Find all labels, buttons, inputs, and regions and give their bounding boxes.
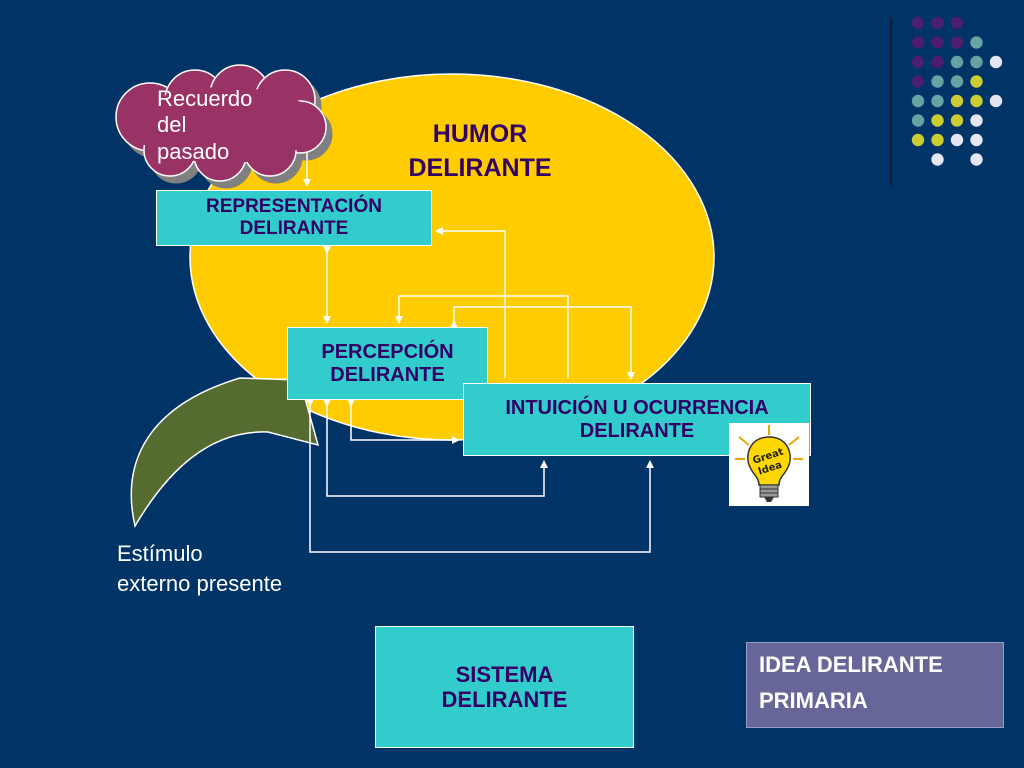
humor-line-1: HUMOR	[432, 120, 528, 148]
stimulus-label: Estímulo externo presente	[117, 539, 282, 598]
cloud-line-2: del	[157, 112, 187, 138]
decorative-dot	[931, 114, 944, 127]
memory-cloud	[115, 64, 333, 189]
decorative-dot	[931, 133, 944, 147]
curved-stimulus-arrow	[130, 377, 320, 529]
percepcion-line-1: PERCEPCIÓN	[321, 340, 454, 363]
cloud-line-1: Recuerdo	[157, 86, 253, 111]
decorative-dot	[911, 16, 925, 30]
decorative-dot	[931, 55, 944, 69]
decorative-dot	[970, 75, 983, 88]
decorative-dot	[970, 36, 983, 49]
representacion-line-1: REPRESENTACIÓN	[206, 196, 382, 218]
decorative-dot-grid	[911, 16, 1003, 166]
idea-line-1: IDEA DELIRANTE	[759, 652, 943, 677]
decorative-dot	[950, 36, 964, 49]
representacion-delirante-box: REPRESENTACIÓN DELIRANTE	[156, 190, 432, 246]
decorative-dot	[911, 133, 925, 147]
decorative-dot	[931, 94, 944, 108]
decorative-dot	[950, 16, 964, 30]
representacion-line-2: DELIRANTE	[239, 218, 349, 239]
great-idea-bulb-image: Great Idea	[729, 423, 809, 506]
decorative-dot	[931, 36, 944, 49]
decorative-dot	[970, 94, 983, 108]
cloud-label: Recuerdo del pasado	[157, 86, 252, 165]
decorative-dot	[950, 133, 964, 147]
decorative-dot	[970, 55, 983, 69]
decorative-dot	[931, 16, 944, 30]
decorative-dot	[950, 55, 964, 69]
intuicion-line-2: DELIRANTE	[579, 419, 695, 442]
decorative-dot	[911, 114, 925, 127]
decorative-dot	[950, 114, 964, 127]
intuicion-delirante-box: INTUICIÓN U OCURRENCIA DELIRANTE	[463, 383, 811, 456]
decorative-dot	[989, 55, 1003, 69]
connector-arrows	[303, 152, 654, 553]
decorative-dot	[931, 153, 944, 166]
intuicion-line-1: INTUICIÓN U OCURRENCIA	[505, 396, 769, 419]
decorative-dot	[970, 133, 983, 147]
arrow-outer-loop	[306, 399, 654, 553]
decorative-dot	[950, 94, 964, 108]
cloud-line-3: pasado	[157, 138, 230, 164]
idea-line-2: PRIMARIA	[759, 688, 868, 714]
decorative-dot	[911, 55, 925, 69]
decorative-dot	[911, 94, 925, 108]
stimulus-line-2: externo presente	[117, 570, 283, 596]
decorative-dot	[970, 153, 983, 166]
sistema-line-2: DELIRANTE	[441, 687, 568, 712]
decorative-dot	[911, 75, 925, 88]
humor-line-2: DELIRANTE	[408, 153, 552, 182]
percepcion-line-2: DELIRANTE	[330, 363, 445, 386]
stimulus-line-1: Estímulo	[117, 541, 203, 566]
decorative-dot	[989, 94, 1003, 108]
sistema-delirante-box: SISTEMA DELIRANTE	[375, 626, 634, 748]
decorative-dot	[931, 75, 944, 88]
idea-delirante-primaria-box: IDEA DELIRANTE PRIMARIA	[746, 642, 1004, 728]
arrow-to-intuicion-top	[450, 306, 635, 380]
decorative-dot	[911, 36, 925, 49]
decorative-dot	[970, 114, 983, 127]
sistema-line-1: SISTEMA	[455, 661, 554, 687]
decorative-dot	[950, 75, 964, 88]
humor-delirante-label: HUMOR DELIRANTE	[360, 118, 600, 186]
lightbulb-icon: Great Idea	[735, 425, 803, 502]
percepcion-delirante-box: PERCEPCIÓN DELIRANTE	[287, 327, 488, 400]
